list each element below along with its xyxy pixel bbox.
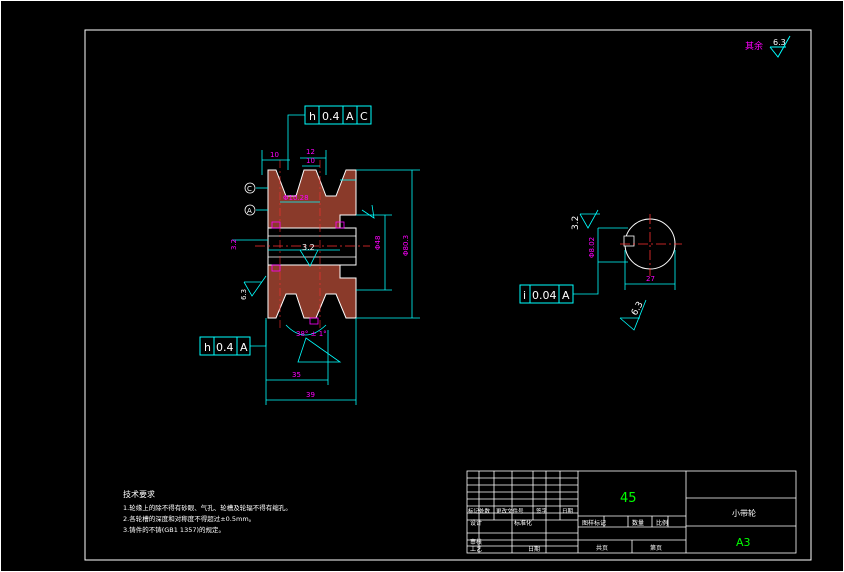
- svg-text:6.3: 6.3: [240, 289, 248, 300]
- svg-text:39: 39: [306, 391, 315, 399]
- gdt-frame-hub: i 0.04 A: [519, 284, 574, 304]
- svg-text:2.各轮槽的深度和对称度不得超过±0.5mm。: 2.各轮槽的深度和对称度不得超过±0.5mm。: [123, 514, 255, 523]
- svg-text:1.轮缘上的除不得有砂眼、气孔、轮槽及轮辐不得有缩孔。: 1.轮缘上的除不得有砂眼、气孔、轮槽及轮辐不得有缩孔。: [123, 503, 292, 512]
- title-block: [466, 470, 797, 554]
- svg-text:C: C: [360, 110, 368, 123]
- svg-text:其余: 其余: [745, 40, 763, 52]
- datum-a: A: [244, 204, 256, 216]
- svg-text:Φ10.28: Φ10.28: [283, 194, 309, 202]
- gdt-frame-top: h 0.4 A C: [304, 105, 372, 125]
- svg-text:A: A: [247, 207, 252, 215]
- pulley-rim-upper: [267, 169, 357, 229]
- tech-requirements: 技术要求 1.轮缘上的除不得有砂眼、气孔、轮槽及轮辐不得有缩孔。 2.各轮槽的深…: [123, 489, 292, 534]
- svg-text:0.4: 0.4: [322, 110, 340, 123]
- svg-text:3.铸件的不铸(GB1 1357)的规定。: 3.铸件的不铸(GB1 1357)的规定。: [123, 525, 225, 534]
- svg-text:10: 10: [306, 157, 315, 165]
- hub-dimension-texts: 3.2 Φ8.02 27 6.3: [571, 216, 655, 318]
- datum-c: C: [244, 182, 256, 194]
- svg-text:Φ80.3: Φ80.3: [402, 235, 410, 256]
- pulley-section: [255, 160, 370, 330]
- svg-text:C: C: [247, 185, 252, 193]
- svg-text:比例: 比例: [656, 519, 668, 527]
- dimension-texts: 10 12 10 Φ10.28 3.2 Φ48 Φ80.3 3.2 6.3 35…: [230, 148, 410, 399]
- svg-text:0.04: 0.04: [532, 289, 557, 302]
- svg-text:标准化: 标准化: [514, 519, 532, 527]
- bore: [267, 227, 357, 266]
- svg-text:小带轮: 小带轮: [732, 508, 756, 518]
- svg-text:35: 35: [292, 371, 301, 379]
- pulley-rim-lower: [267, 264, 357, 319]
- inner-frame: [84, 29, 812, 561]
- svg-text:工艺: 工艺: [470, 545, 482, 553]
- svg-text:共页: 共页: [596, 544, 608, 552]
- svg-text:3.2: 3.2: [571, 216, 581, 230]
- svg-text:技术要求: 技术要求: [123, 489, 155, 499]
- svg-text:第页: 第页: [650, 544, 662, 552]
- roughness-note: 其余 6.3: [745, 35, 791, 58]
- svg-text:A3: A3: [736, 536, 751, 549]
- section-dimensions: [232, 114, 420, 405]
- svg-text:38° ± 1°: 38° ± 1°: [296, 330, 327, 338]
- svg-text:Φ8.02: Φ8.02: [588, 237, 596, 258]
- svg-text:h: h: [204, 341, 211, 354]
- svg-text:A: A: [240, 341, 248, 354]
- svg-text:i: i: [523, 289, 526, 302]
- svg-text:10: 10: [270, 151, 279, 159]
- svg-text:日期: 日期: [562, 508, 574, 515]
- svg-text:Φ48: Φ48: [374, 236, 382, 250]
- svg-text:审核: 审核: [470, 538, 482, 546]
- svg-text:12: 12: [306, 148, 315, 156]
- svg-text:6.3: 6.3: [630, 300, 646, 317]
- svg-text:3.2: 3.2: [302, 243, 315, 252]
- gdt-frame-left: h 0.4 A: [199, 336, 251, 356]
- svg-text:3.2: 3.2: [230, 239, 238, 250]
- svg-text:图样标记: 图样标记: [582, 519, 606, 527]
- svg-text:27: 27: [646, 275, 655, 283]
- svg-text:A: A: [562, 289, 570, 302]
- title-block-texts: 45 小带轮 A3 标记处数 更改文件号 签字 日期 设计 标准化 图样标记 数…: [468, 491, 756, 553]
- svg-text:45: 45: [620, 491, 637, 506]
- svg-text:标记处数: 标记处数: [468, 507, 491, 515]
- svg-text:A: A: [346, 110, 354, 123]
- svg-text:更改文件号: 更改文件号: [496, 507, 524, 515]
- svg-text:日期: 日期: [528, 545, 540, 553]
- svg-text:0.4: 0.4: [216, 341, 234, 354]
- svg-text:6.3: 6.3: [773, 38, 786, 47]
- svg-text:签字: 签字: [536, 507, 548, 515]
- hub-end-view: [573, 209, 682, 331]
- svg-text:数量: 数量: [632, 519, 644, 527]
- svg-text:设计: 设计: [470, 519, 482, 527]
- svg-text:h: h: [309, 110, 316, 123]
